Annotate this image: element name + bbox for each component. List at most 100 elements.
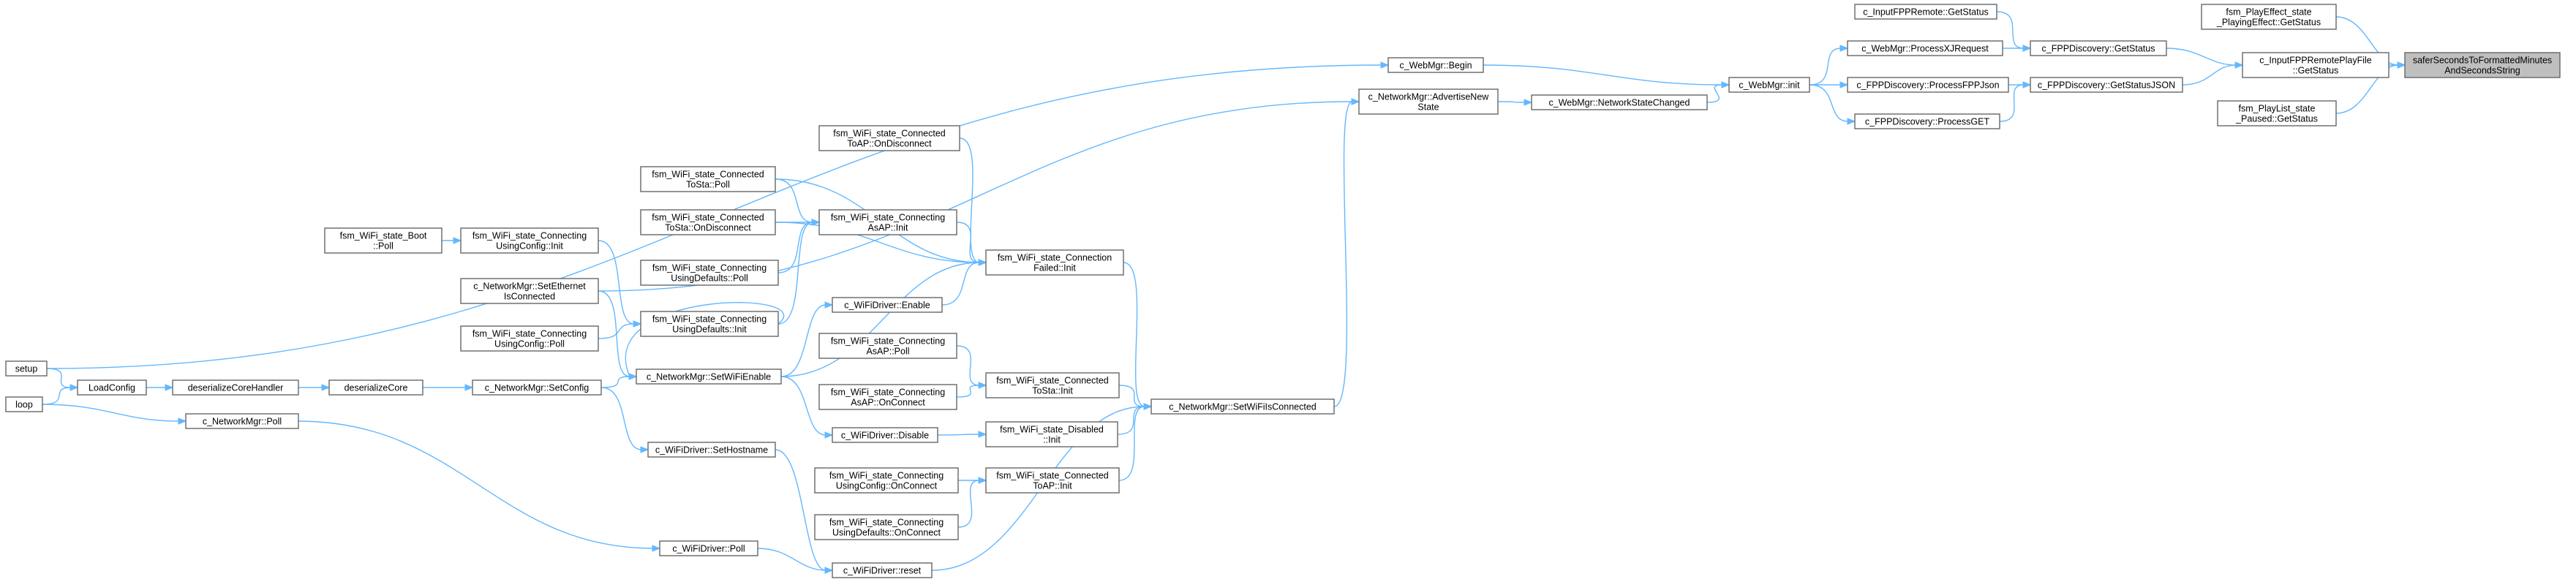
node-label: c_InputFPPRemote::GetStatus (1863, 7, 1989, 18)
arrowhead-icon (633, 320, 642, 328)
node-label: setup (15, 364, 38, 374)
graph-node-deserializecore[interactable]: deserializeCore (328, 379, 423, 396)
graph-node-setwifi[interactable]: c_NetworkMgr::SetWiFiIsConnected (1150, 398, 1335, 415)
graph-node-loadconfig[interactable]: LoadConfig (77, 379, 147, 396)
arrowhead-icon (2397, 61, 2406, 69)
node-label: fsm_WiFi_state_Connecting (829, 518, 944, 528)
graph-node-processfppjson[interactable]: c_FPPDiscovery::ProcessFPPJson (1847, 77, 2009, 93)
graph-node-webinit[interactable]: c_WebMgr::init (1728, 77, 1810, 93)
edge-connfailinit-to-setwifi (1123, 262, 1145, 407)
graph-node-playeffect[interactable]: fsm_PlayEffect_state_PlayingEffect::GetS… (2201, 4, 2337, 30)
node-label: fsm_WiFi_state_Connected (652, 213, 764, 223)
node-box (5, 360, 48, 377)
graph-node-cconfigpoll[interactable]: fsm_WiFi_state_ConnectingUsingConfig::Po… (460, 325, 599, 352)
arrowhead-icon (321, 384, 331, 391)
graph-node-cconfiginit[interactable]: fsm_WiFi_state_ConnectingUsingConfig::In… (460, 227, 599, 254)
graph-node-playlist[interactable]: fsm_PlayList_state_Paused::GetStatus (2217, 100, 2337, 126)
graph-node-setup[interactable]: setup (5, 360, 48, 377)
node-label: ToAP::OnDisconnect (847, 139, 932, 149)
edge-playeffect-to-root (2335, 16, 2399, 66)
graph-node-netstatechanged[interactable]: c_WebMgr::NetworkStateChanged (1531, 94, 1708, 110)
graph-node-ctsondisc[interactable]: fsm_WiFi_state_ConnectedToSta::OnDisconn… (640, 209, 776, 235)
graph-node-discgetstatusjson[interactable]: c_FPPDiscovery::GetStatusJSON (2030, 77, 2183, 93)
node-box (2030, 40, 2167, 56)
graph-node-setwifienable[interactable]: c_NetworkMgr::SetWiFiEnable (636, 369, 782, 385)
node-label: deserializeCoreHandler (188, 383, 284, 393)
graph-node-discgetstatus[interactable]: c_FPPDiscovery::GetStatus (2030, 40, 2167, 56)
node-box (636, 369, 782, 385)
node-label: _PlayingEffect::GetStatus (2216, 18, 2321, 28)
arrowhead-icon (165, 384, 174, 391)
edge-webinit-to-processxj (1809, 48, 1842, 86)
edge-setwifi-to-advertise (1333, 101, 1353, 407)
node-label: c_WiFiDriver::Poll (672, 544, 745, 554)
edge-cdinit-to-caapinit (777, 222, 813, 325)
node-box (77, 379, 147, 396)
graph-node-cdpoll[interactable]: fsm_WiFi_state_ConnectingUsingDefaults::… (640, 260, 779, 286)
arrowhead-icon (1143, 403, 1153, 410)
graph-node-webbegin[interactable]: c_WebMgr::Begin (1387, 57, 1484, 73)
node-label: ::Poll (373, 241, 393, 252)
arrowhead-icon (1847, 118, 1856, 125)
graph-node-deserializehandler[interactable]: deserializeCoreHandler (172, 379, 299, 396)
graph-node-remotegetstatus[interactable]: c_InputFPPRemote::GetStatus (1854, 4, 1997, 20)
arrowhead-icon (464, 384, 474, 391)
graph-node-sethostname[interactable]: c_WiFiDriver::SetHostname (647, 442, 776, 458)
node-label: c_WiFiDriver::reset (843, 566, 922, 576)
arrowhead-icon (1524, 99, 1533, 106)
node-label: UsingConfig::Poll (494, 339, 565, 349)
graph-node-disabledinit[interactable]: fsm_WiFi_state_Disabled::Init (985, 421, 1118, 447)
arrowhead-icon (824, 431, 834, 439)
node-label: UsingConfig::OnConnect (836, 481, 938, 491)
graph-node-inputremote[interactable]: c_InputFPPRemotePlayFile::GetStatus (2242, 52, 2389, 78)
edge-loop-to-loadconfig (42, 387, 72, 405)
graph-node-netmgrpoll[interactable]: c_NetworkMgr::Poll (185, 413, 299, 429)
graph-node-cdefonconnect[interactable]: fsm_WiFi_state_ConnectingUsingDefaults::… (814, 514, 959, 540)
node-label: c_NetworkMgr::SetWiFiEnable (647, 372, 771, 382)
node-label: c_NetworkMgr::SetEthernet (473, 281, 586, 292)
node-label: c_NetworkMgr::SetConfig (485, 383, 589, 393)
graph-node-wifireset[interactable]: c_WiFiDriver::reset (832, 562, 933, 578)
graph-node-cconfigonconnect[interactable]: fsm_WiFi_state_ConnectingUsingConfig::On… (814, 467, 959, 494)
node-label: State (1417, 102, 1439, 113)
node-label: fsm_WiFi_state_Connecting (831, 388, 945, 398)
graph-node-ctapondisc[interactable]: fsm_WiFi_state_ConnectedToAP::OnDisconne… (818, 125, 960, 151)
graph-node-bootpoll[interactable]: fsm_WiFi_state_Boot::Poll (324, 227, 442, 254)
graph-node-processget[interactable]: c_FPPDiscovery::ProcessGET (1854, 113, 2000, 129)
graph-node-wifidisable[interactable]: c_WiFiDriver::Disable (832, 427, 938, 443)
graph-node-root[interactable]: saferSecondsToFormattedMinutesAndSeconds… (2404, 52, 2561, 78)
graph-node-wifienable[interactable]: c_WiFiDriver::Enable (832, 297, 943, 313)
node-box (2217, 100, 2337, 126)
node-box (640, 311, 779, 337)
node-label: fsm_WiFi_state_Connected (996, 471, 1109, 481)
edge-ctsinit-to-setwifi (1118, 385, 1145, 407)
node-box (1847, 77, 2009, 93)
graph-node-cdinit[interactable]: fsm_WiFi_state_ConnectingUsingDefaults::… (640, 311, 779, 337)
edge-caappoll-to-ctsinit (956, 345, 980, 386)
arrowhead-icon (1721, 81, 1730, 88)
edge-sethostname-to-wifireset (775, 449, 826, 571)
arrowhead-icon (1380, 61, 1390, 69)
node-box (818, 333, 957, 359)
graph-node-processxj[interactable]: c_WebMgr::ProcessXJRequest (1847, 40, 2003, 56)
graph-node-loop[interactable]: loop (5, 396, 43, 412)
graph-node-wifipoll[interactable]: c_WiFiDriver::Poll (659, 540, 758, 556)
node-label: ToSta::Poll (686, 180, 730, 190)
node-label: fsm_WiFi_state_Connecting (652, 263, 767, 273)
node-label: fsm_WiFi_state_Connected (652, 170, 764, 180)
graph-node-setconfig[interactable]: c_NetworkMgr::SetConfig (472, 379, 602, 396)
node-box (1847, 40, 2003, 56)
edge-playlist-to-root (2335, 64, 2399, 114)
node-label: AsAP::OnConnect (851, 398, 925, 408)
node-label: c_WiFiDriver::Disable (841, 431, 929, 441)
edge-ctspoll-to-caapinit (775, 178, 813, 223)
